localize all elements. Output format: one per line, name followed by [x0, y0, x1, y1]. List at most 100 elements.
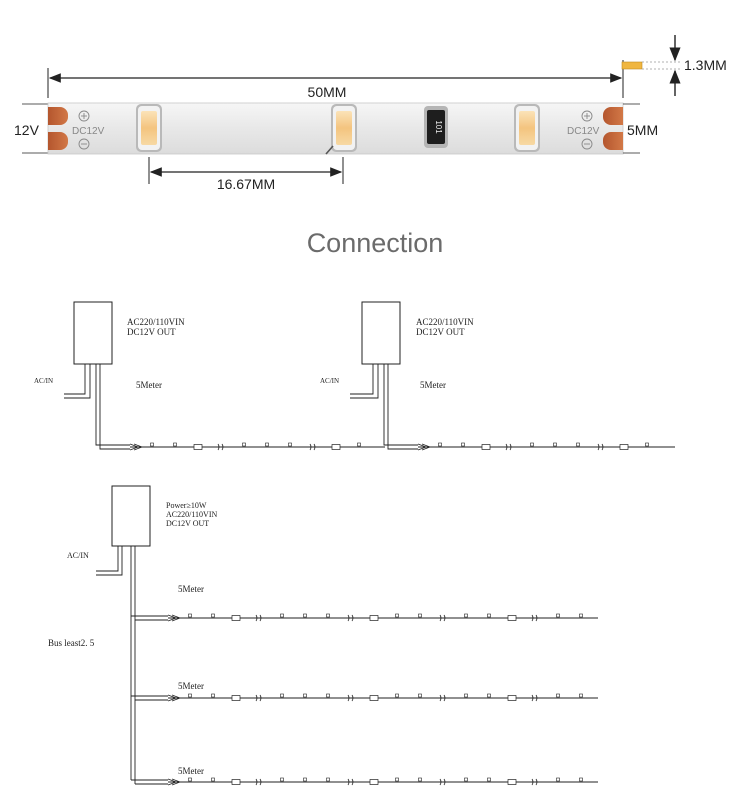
connector-mark: [167, 778, 182, 786]
led-mark: [280, 613, 284, 618]
led-chip-2: [325, 104, 357, 155]
led-mark: [464, 613, 468, 618]
single-connection-1: AC220/110VIN DC12V OUT AC/IN 5Meter: [34, 301, 385, 451]
led-pitch-label: 16.67MM: [217, 176, 275, 192]
led-mark: [188, 613, 192, 618]
led-mark: [280, 693, 284, 698]
led-mark: [211, 777, 215, 782]
branch-1: 5Meter: [131, 584, 598, 622]
strip-drawing: 50MM 1.3MM 12V DC12V: [14, 35, 727, 192]
led-mark: [553, 442, 557, 447]
resistor-mark: [369, 779, 379, 785]
power-supply-box: [111, 485, 151, 547]
strip-length-label: 5Meter: [420, 380, 446, 390]
led-mark: [530, 442, 534, 447]
led-strip-run: [129, 442, 385, 451]
led-mark: [418, 777, 422, 782]
resistor-mark: [369, 695, 379, 701]
led-mark: [395, 693, 399, 698]
resistor-code: 101: [434, 120, 443, 134]
psu-label-line2: DC12V OUT: [127, 327, 176, 337]
cut-point-mark: [347, 694, 354, 702]
strip-side-profile: [621, 61, 643, 70]
psu-label-line1: AC220/110VIN: [127, 317, 185, 327]
ac-input-label: AC/IN: [34, 377, 53, 385]
resistor-mark: [507, 695, 517, 701]
cut-point-mark: [255, 614, 262, 622]
strip-length-label: 5Meter: [136, 380, 162, 390]
branch-2: 5Meter: [131, 681, 598, 702]
led-mark: [326, 613, 330, 618]
led-mark: [211, 613, 215, 618]
led-mark: [418, 693, 422, 698]
power-supply-box: [361, 301, 401, 365]
voltage-label: 12V: [14, 122, 40, 138]
cut-point-mark: [531, 778, 538, 786]
ac-input-label: AC/IN: [320, 377, 339, 385]
single-connection-2: AC220/110VIN DC12V OUT AC/IN 5Meter: [320, 301, 675, 451]
total-length-dimension: 50MM: [47, 60, 624, 100]
led-mark: [556, 693, 560, 698]
resistor-mark: [619, 444, 629, 450]
branch-length-label: 5Meter: [178, 584, 204, 594]
thickness-label: 1.3MM: [684, 57, 727, 73]
resistor-mark: [231, 779, 241, 785]
psu-label-line2: DC12V OUT: [416, 327, 465, 337]
led-mark: [326, 777, 330, 782]
led-mark: [265, 442, 269, 447]
led-mark: [303, 777, 307, 782]
led-mark: [576, 442, 580, 447]
psu-label-line2: AC220/110VIN: [166, 510, 217, 519]
led-mark: [280, 777, 284, 782]
cut-point-mark: [505, 443, 512, 451]
resistor: 101: [424, 106, 448, 148]
cut-point-mark: [347, 778, 354, 786]
led-mark: [464, 777, 468, 782]
led-mark: [487, 777, 491, 782]
led-mark: [487, 693, 491, 698]
cut-point-mark: [531, 694, 538, 702]
left-solder-pads: DC12V: [48, 107, 105, 150]
ac-input-label: AC/IN: [67, 551, 89, 560]
led-mark: [242, 442, 246, 447]
led-mark: [487, 613, 491, 618]
cut-point-mark: [255, 778, 262, 786]
connector-mark: [167, 614, 182, 622]
width-label: 5MM: [627, 122, 658, 138]
led-mark: [150, 442, 154, 447]
connector-mark: [129, 443, 144, 451]
led-mark: [173, 442, 177, 447]
led-mark: [303, 693, 307, 698]
total-length-label: 50MM: [308, 84, 347, 100]
branch-3: 5Meter: [131, 766, 598, 786]
led-chip-3: [514, 104, 540, 152]
led-mark: [579, 777, 583, 782]
led-strip-run: [167, 693, 598, 702]
thickness-dimension: 1.3MM: [621, 35, 727, 96]
resistor-mark: [507, 615, 517, 621]
led-mark: [464, 693, 468, 698]
resistor-mark: [481, 444, 491, 450]
led-mark: [556, 777, 560, 782]
led-mark: [188, 777, 192, 782]
parallel-connection: Power≥10W AC220/110VIN DC12V OUT AC/IN B…: [48, 485, 598, 786]
led-mark: [211, 693, 215, 698]
connector-mark: [417, 443, 432, 451]
led-mark: [461, 442, 465, 447]
led-pitch-dimension: 16.67MM: [148, 157, 344, 192]
led-mark: [395, 777, 399, 782]
led-mark: [418, 613, 422, 618]
psu-label-line3: DC12V OUT: [166, 519, 209, 528]
led-mark: [303, 613, 307, 618]
branch-length-label: 5Meter: [178, 681, 204, 691]
led-mark: [188, 693, 192, 698]
led-mark: [579, 613, 583, 618]
cut-point-mark: [531, 614, 538, 622]
cut-point-mark: [309, 443, 316, 451]
cut-point-mark: [217, 443, 224, 451]
led-strip-run: [167, 777, 598, 786]
cut-point-mark: [347, 614, 354, 622]
section-title: Connection: [307, 228, 444, 258]
led-mark: [288, 442, 292, 447]
